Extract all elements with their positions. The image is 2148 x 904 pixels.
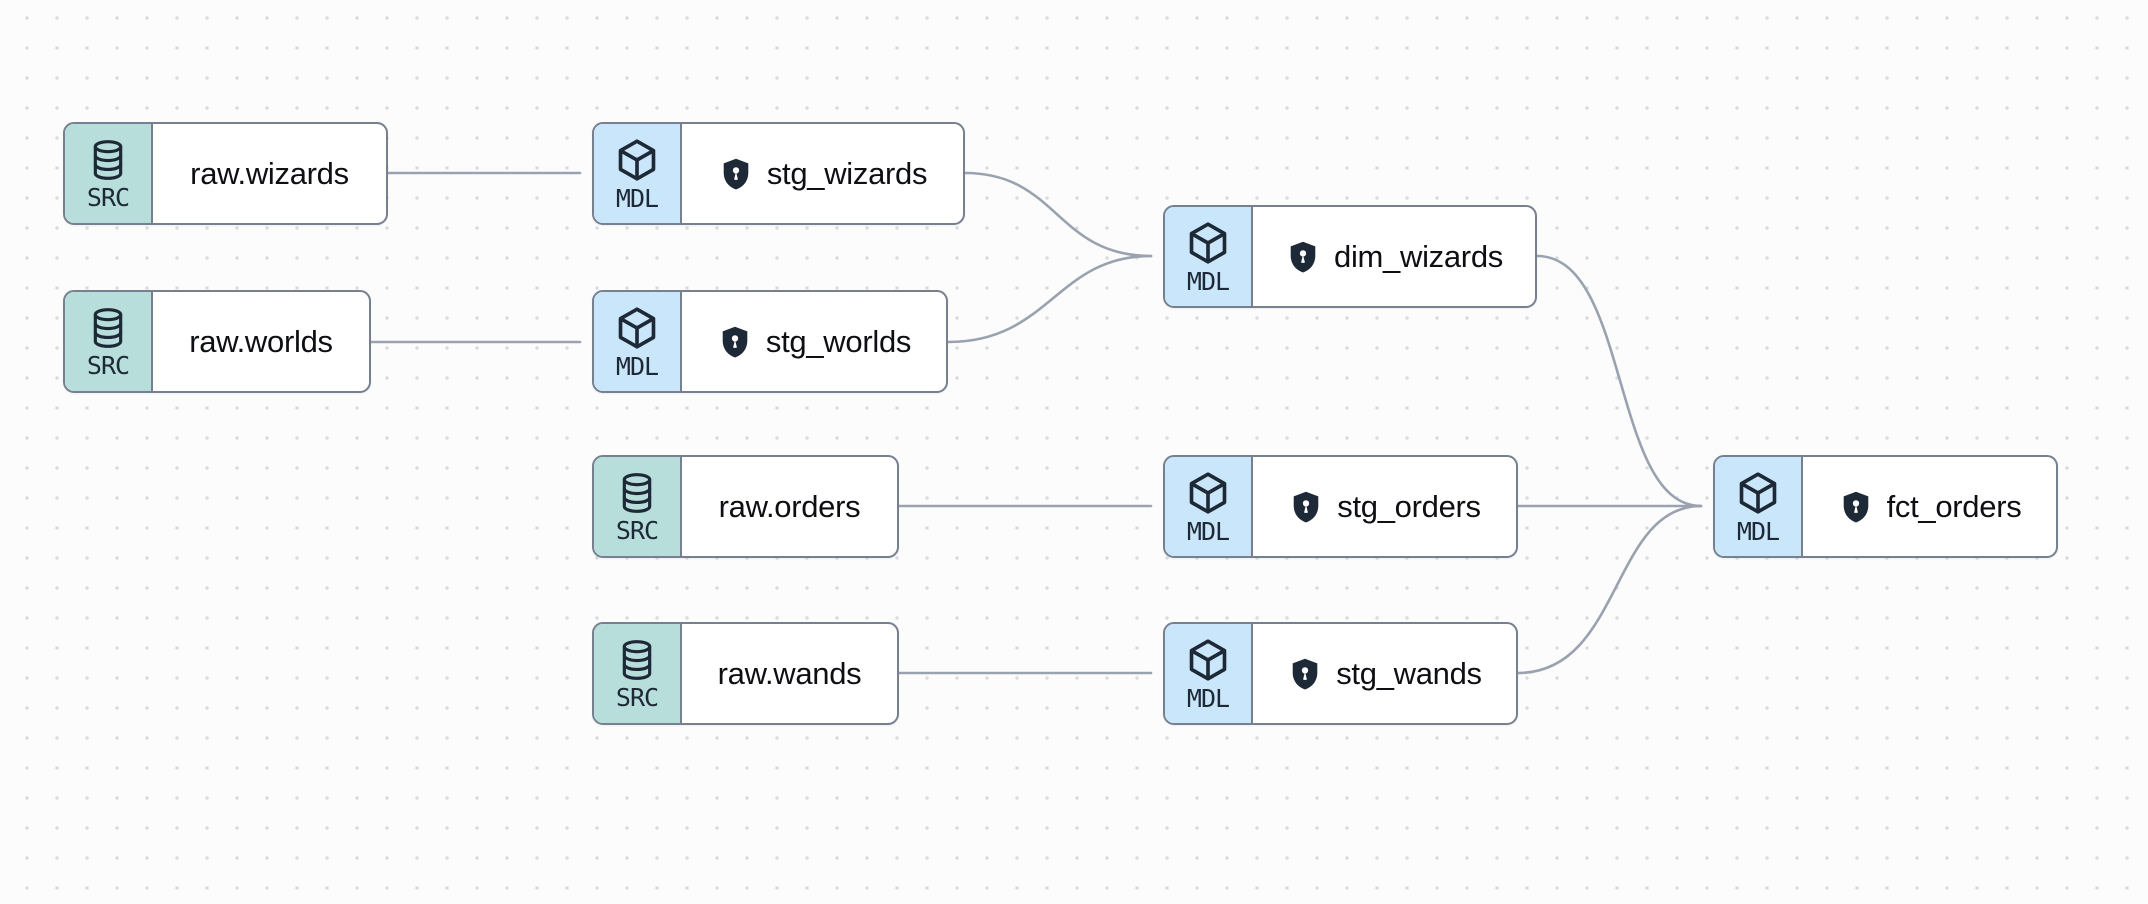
node-dim-wizards[interactable]: MDL dim_wizards	[1163, 205, 1537, 308]
node-label: raw.orders	[718, 488, 861, 524]
node-label: raw.wands	[717, 655, 862, 691]
node-stg-worlds[interactable]: MDL stg_worlds	[592, 290, 948, 393]
model-type-badge: MDL	[594, 292, 682, 391]
node-content: stg_wizards	[682, 124, 963, 223]
badge-label: SRC	[86, 182, 130, 212]
database-icon	[93, 139, 123, 180]
node-label: dim_wizards	[1334, 238, 1503, 274]
badge-label: MDL	[615, 351, 659, 381]
badge-label: SRC	[615, 515, 659, 545]
shield-lock-icon	[1285, 239, 1321, 275]
source-type-badge: SRC	[65, 292, 153, 391]
node-raw-orders[interactable]: SRC raw.orders	[592, 455, 899, 558]
node-label: stg_orders	[1337, 488, 1481, 524]
database-icon	[622, 639, 652, 680]
cube-icon	[1189, 221, 1227, 264]
badge-label: MDL	[1186, 516, 1230, 546]
model-type-badge: MDL	[1715, 457, 1803, 556]
source-type-badge: SRC	[65, 124, 153, 223]
node-label: raw.wizards	[190, 155, 349, 191]
source-type-badge: SRC	[594, 457, 682, 556]
node-stg-orders[interactable]: MDL stg_orders	[1163, 455, 1518, 558]
shield-lock-icon	[718, 156, 754, 192]
node-raw-wizards[interactable]: SRC raw.wizards	[63, 122, 388, 225]
edge-stg-wizards-to-dim-wizards	[963, 171, 1153, 258]
badge-label: SRC	[86, 350, 130, 380]
node-content: dim_wizards	[1253, 207, 1535, 306]
badge-label: MDL	[1736, 516, 1780, 546]
edge-stg-wands-to-fct-orders	[1516, 504, 1703, 675]
shield-lock-icon	[1287, 656, 1323, 692]
node-content: raw.orders	[682, 457, 897, 556]
node-label: fct_orders	[1886, 488, 2022, 524]
cube-icon	[618, 138, 656, 181]
node-label: raw.worlds	[189, 323, 333, 359]
source-type-badge: SRC	[594, 624, 682, 723]
node-content: stg_orders	[1253, 457, 1516, 556]
model-type-badge: MDL	[1165, 457, 1253, 556]
cube-icon	[618, 306, 656, 349]
badge-label: MDL	[615, 183, 659, 213]
model-type-badge: MDL	[1165, 207, 1253, 306]
shield-lock-icon	[717, 324, 753, 360]
node-content: fct_orders	[1803, 457, 2056, 556]
badge-label: MDL	[1186, 683, 1230, 713]
cube-icon	[1189, 638, 1227, 681]
node-label: stg_worlds	[765, 323, 912, 359]
cube-icon	[1189, 471, 1227, 514]
cube-icon	[1739, 471, 1777, 514]
database-icon	[622, 472, 652, 513]
node-content: stg_worlds	[682, 292, 946, 391]
database-icon	[93, 307, 123, 348]
edge-dim-wizards-to-fct-orders	[1535, 254, 1703, 508]
node-stg-wands[interactable]: MDL stg_wands	[1163, 622, 1518, 725]
node-raw-worlds[interactable]: SRC raw.worlds	[63, 290, 371, 393]
node-content: raw.wizards	[153, 124, 386, 223]
node-stg-wizards[interactable]: MDL stg_wizards	[592, 122, 965, 225]
node-label: stg_wands	[1336, 655, 1482, 691]
node-raw-wands[interactable]: SRC raw.wands	[592, 622, 899, 725]
model-type-badge: MDL	[1165, 624, 1253, 723]
shield-lock-icon	[1288, 489, 1324, 525]
badge-label: MDL	[1186, 266, 1230, 296]
node-content: raw.wands	[682, 624, 897, 723]
node-content: raw.worlds	[153, 292, 369, 391]
shield-lock-icon	[1838, 489, 1874, 525]
node-content: stg_wands	[1253, 624, 1516, 723]
model-type-badge: MDL	[594, 124, 682, 223]
edge-stg-worlds-to-dim-wizards	[946, 254, 1153, 344]
node-fct-orders[interactable]: MDL fct_orders	[1713, 455, 2058, 558]
node-label: stg_wizards	[766, 155, 928, 191]
badge-label: SRC	[615, 682, 659, 712]
